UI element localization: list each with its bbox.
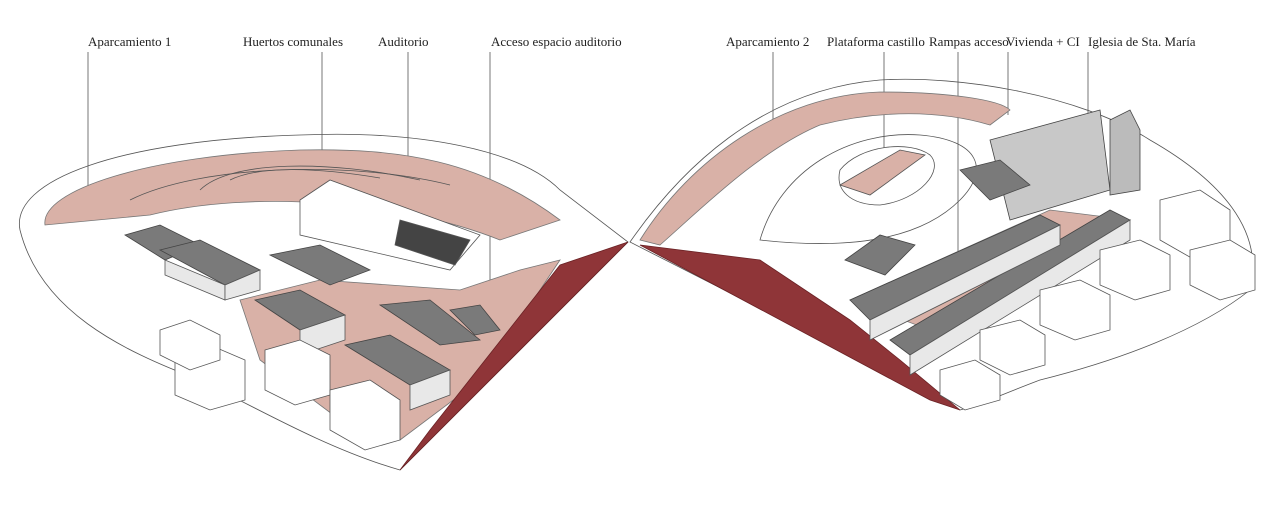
label-plataforma-castillo: Plataforma castillo xyxy=(827,34,925,49)
terrain-outline xyxy=(629,78,1254,411)
vivienda-roof xyxy=(959,159,1031,201)
castle-platform-paving xyxy=(839,149,926,196)
right-white-buildings xyxy=(939,189,1256,411)
left-roofs xyxy=(124,224,501,386)
label-huertos-comunales: Huertos comunales xyxy=(243,34,344,49)
left-section-wall xyxy=(399,241,629,471)
right-site-model xyxy=(629,78,1256,411)
label-auditorio: Auditorio xyxy=(378,34,429,49)
label-vivienda-ci: Vivienda + CI xyxy=(1006,34,1080,49)
right-section-wall xyxy=(639,244,961,411)
church-body xyxy=(989,109,1111,221)
label-aparcamiento-1: Aparcamiento 1 xyxy=(88,34,172,49)
label-aparcamiento-2: Aparcamiento 2 xyxy=(726,34,810,49)
label-rampas-acceso: Rampas acceso xyxy=(929,34,1009,49)
parking-2-area xyxy=(639,91,1011,246)
label-acceso-auditorio: Acceso espacio auditorio xyxy=(491,34,622,49)
right-walls xyxy=(869,219,1131,376)
right-roofs xyxy=(844,209,1131,356)
terrain-outline xyxy=(19,133,629,471)
church-tower xyxy=(1109,109,1141,196)
auditorio-seating xyxy=(394,219,471,266)
left-white-buildings xyxy=(159,319,401,451)
left-site-model xyxy=(19,133,629,471)
label-iglesia: Iglesia de Sta. María xyxy=(1088,34,1196,49)
